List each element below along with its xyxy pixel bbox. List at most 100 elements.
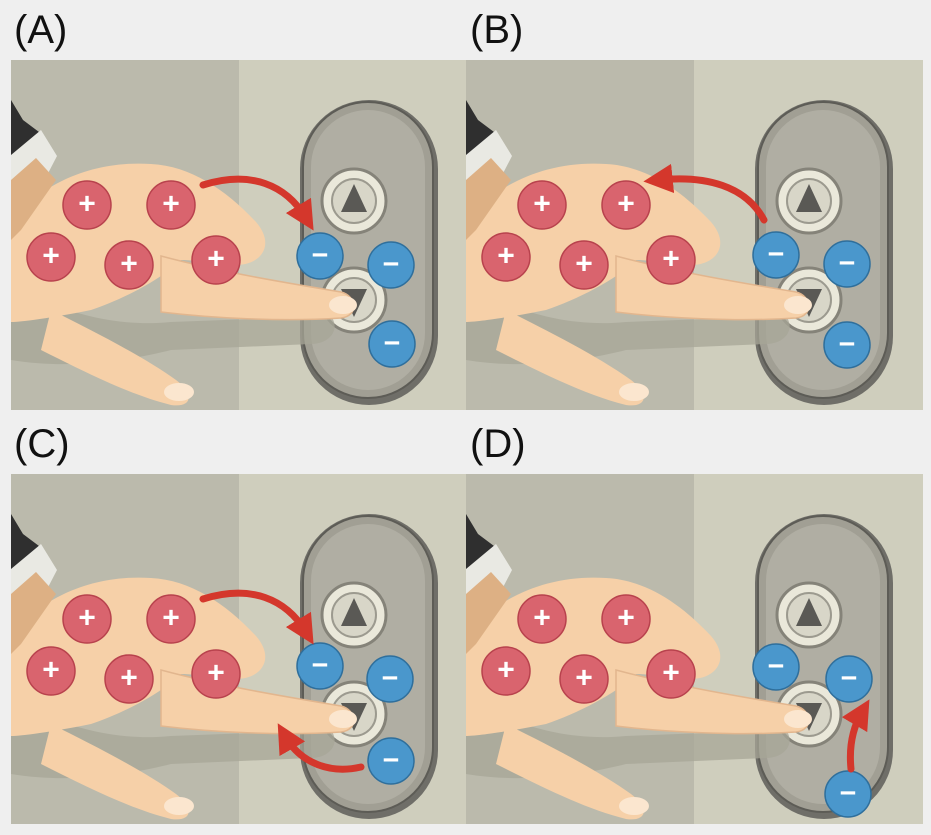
negative-charge: −: [752, 231, 800, 279]
negative-charge: −: [823, 240, 871, 288]
charge-symbol: −: [383, 744, 400, 776]
charge-symbol: +: [207, 657, 225, 690]
charge-symbol: +: [662, 657, 680, 690]
positive-charge: +: [481, 232, 531, 282]
panel-label-c: (C): [14, 422, 70, 466]
thumb: [41, 724, 189, 820]
charge-symbol: −: [841, 662, 858, 694]
thumbnail: [619, 797, 649, 815]
negative-charge: −: [368, 320, 416, 368]
panel-b-scene: + + + + + − − −: [466, 60, 923, 410]
wrist-shadow: [11, 572, 56, 654]
charge-symbol: −: [839, 328, 856, 360]
negative-charge: −: [296, 232, 344, 280]
negative-charge: −: [366, 655, 414, 703]
up-arrow-icon: [341, 184, 367, 212]
charge-symbol: +: [533, 188, 551, 221]
positive-charge: +: [62, 594, 112, 644]
index-fingernail: [784, 710, 812, 728]
charge-symbol: +: [617, 602, 635, 635]
charge-flow-arrow-lower: [277, 723, 365, 773]
wrist-shadow: [466, 158, 511, 240]
up-arrow-icon: [341, 598, 367, 626]
charge-symbol: +: [162, 188, 180, 221]
charge-symbol: −: [384, 327, 401, 359]
positive-charge: +: [191, 649, 241, 699]
charge-symbol: +: [575, 248, 593, 281]
negative-charge: −: [752, 643, 800, 691]
positive-charge: +: [26, 646, 76, 696]
charge-symbol: +: [497, 240, 515, 273]
index-fingernail: [784, 296, 812, 314]
up-arrow-icon: [796, 184, 822, 212]
panel-d: + + + + + − − −: [466, 474, 923, 824]
positive-charge: +: [62, 180, 112, 230]
positive-charge: +: [559, 654, 609, 704]
charge-symbol: +: [78, 188, 96, 221]
panel-a-scene: + + + + + − − −: [11, 60, 468, 410]
charge-symbol: +: [120, 248, 138, 281]
positive-charge: +: [559, 240, 609, 290]
thumbnail: [164, 797, 194, 815]
negative-charge: −: [367, 241, 415, 289]
charge-flow-arrow: [199, 175, 314, 231]
panel-label-a: (A): [14, 8, 68, 52]
positive-charge: +: [26, 232, 76, 282]
charge-symbol: +: [78, 602, 96, 635]
charge-symbol: +: [617, 188, 635, 221]
index-fingernail: [329, 296, 357, 314]
charge-flow-arrow: [199, 589, 314, 645]
positive-charge: +: [146, 594, 196, 644]
positive-charge: +: [517, 594, 567, 644]
thumb: [41, 310, 189, 406]
panel-c: + + + + + − − −: [11, 474, 468, 824]
positive-charge: +: [646, 235, 696, 285]
thumb: [496, 310, 644, 406]
charge-symbol: −: [839, 247, 856, 279]
positive-charge: +: [646, 649, 696, 699]
charge-symbol: −: [382, 662, 399, 694]
charge-symbol: −: [312, 649, 329, 681]
positive-charge: +: [191, 235, 241, 285]
charge-symbol: −: [768, 650, 785, 682]
panel-d-scene: + + + + + − − −: [466, 474, 923, 824]
negative-charge: −: [824, 770, 872, 818]
positive-charge: +: [601, 594, 651, 644]
positive-charge: +: [601, 180, 651, 230]
charge-symbol: +: [42, 240, 60, 273]
charge-symbol: +: [42, 654, 60, 687]
positive-charge: +: [517, 180, 567, 230]
charge-symbol: −: [383, 248, 400, 280]
positive-charge: +: [104, 654, 154, 704]
panel-b: + + + + + − − −: [466, 60, 923, 410]
panel-a: + + + + + − − −: [11, 60, 468, 410]
charge-symbol: +: [662, 243, 680, 276]
charge-symbol: +: [207, 243, 225, 276]
panel-label-b: (B): [470, 8, 524, 52]
charge-symbol: −: [768, 238, 785, 270]
index-fingernail: [329, 710, 357, 728]
negative-charge: −: [823, 321, 871, 369]
positive-charge: +: [481, 646, 531, 696]
negative-charge: −: [296, 642, 344, 690]
thumbnail: [164, 383, 194, 401]
thumb: [496, 724, 644, 820]
charge-flow-arrow: [643, 163, 768, 224]
charge-symbol: +: [162, 602, 180, 635]
charge-symbol: −: [840, 777, 857, 809]
charge-symbol: −: [312, 239, 329, 271]
charge-symbol: +: [497, 654, 515, 687]
positive-charge: +: [146, 180, 196, 230]
wrist-shadow: [466, 572, 511, 654]
panel-c-scene: + + + + + − − −: [11, 474, 468, 824]
up-arrow-icon: [796, 598, 822, 626]
charge-flow-arrow: [841, 699, 870, 773]
positive-charge: +: [104, 240, 154, 290]
charge-symbol: +: [120, 662, 138, 695]
thumbnail: [619, 383, 649, 401]
charge-symbol: +: [533, 602, 551, 635]
charge-symbol: +: [575, 662, 593, 695]
negative-charge: −: [367, 737, 415, 785]
wrist-shadow: [11, 158, 56, 240]
panel-label-d: (D): [470, 422, 526, 466]
